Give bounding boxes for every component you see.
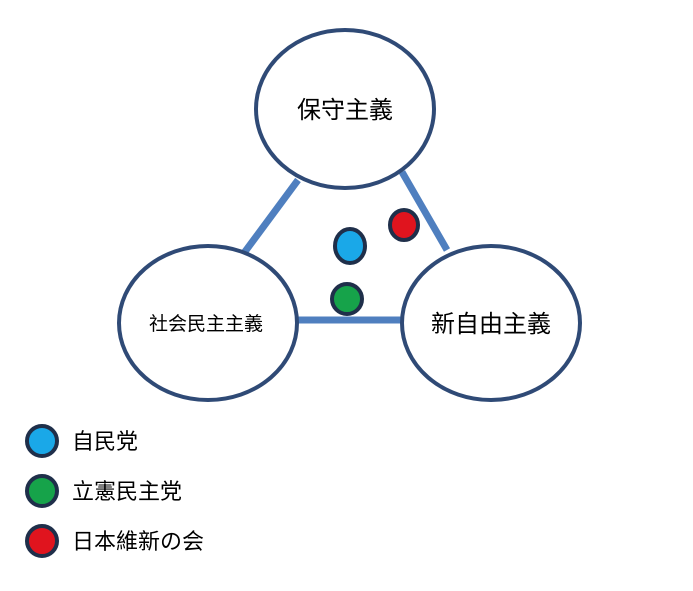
- node-social-democracy-ellipse: [117, 244, 299, 402]
- legend-swatch-ldp: [25, 424, 59, 458]
- legend-swatch-ishin: [25, 524, 59, 558]
- party-dot-ldp: [333, 227, 367, 265]
- node-conservatism-label: 保守主義: [297, 96, 393, 124]
- node-social-democracy: 社会民主主義: [117, 244, 299, 402]
- legend-item-cdp: 立憲民主党: [25, 474, 182, 508]
- connector-conservatism-social-democracy: [241, 177, 301, 256]
- node-neoliberalism-label: 新自由主義: [431, 310, 551, 338]
- node-conservatism: 保守主義: [254, 28, 436, 190]
- party-dot-ishin: [388, 208, 420, 242]
- node-neoliberalism-ellipse: [400, 244, 582, 402]
- legend-item-ldp: 自民党: [25, 424, 138, 458]
- node-social-democracy-label: 社会民主主義: [149, 313, 263, 335]
- legend-label-ldp: 自民党: [72, 430, 138, 455]
- legend: 自民党 立憲民主党 日本維新の会: [25, 424, 204, 558]
- party-dot-cdp: [330, 282, 364, 316]
- legend-label-cdp: 立憲民主党: [72, 480, 182, 505]
- legend-label-ishin: 日本維新の会: [72, 530, 204, 555]
- node-conservatism-ellipse: [254, 28, 436, 190]
- connector-conservatism-neoliberalism: [398, 170, 451, 252]
- legend-swatch-cdp: [25, 474, 59, 508]
- node-neoliberalism: 新自由主義: [400, 244, 582, 402]
- legend-item-ishin: 日本維新の会: [25, 524, 204, 558]
